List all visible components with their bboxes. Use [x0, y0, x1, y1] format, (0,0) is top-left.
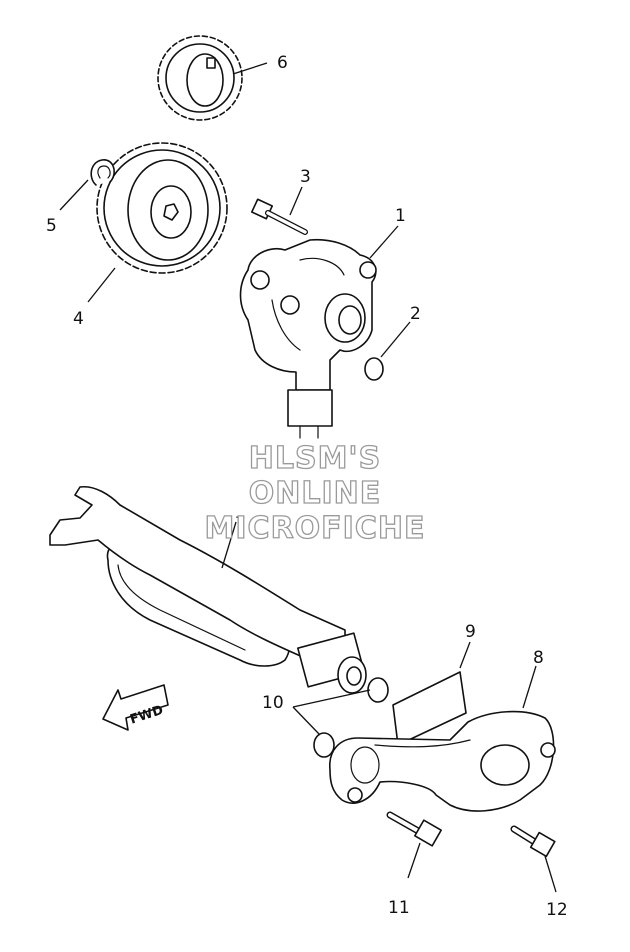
- part-8-delivery-pipe: [329, 710, 556, 812]
- part-5-circlip: [90, 159, 115, 186]
- callout-12: 12: [546, 900, 568, 920]
- callout-6: 6: [277, 53, 288, 73]
- watermark: HLSM'S ONLINE MICROFICHE: [204, 440, 426, 546]
- leader-lines: [59, 62, 557, 893]
- callout-9: 9: [465, 622, 476, 642]
- part-2-o-ring: [364, 357, 384, 381]
- callout-10: 10: [262, 693, 284, 713]
- callout-1: 1: [395, 206, 406, 226]
- part-7-oil-strainer: [49, 485, 367, 694]
- watermark-line-2: ONLINE: [249, 476, 382, 511]
- callout-3: 3: [300, 167, 311, 187]
- part-11-bolt: [386, 811, 442, 847]
- part-1-oil-pump: [239, 238, 377, 439]
- part-9-gasket: [392, 671, 467, 746]
- callout-11: 11: [388, 898, 410, 918]
- callout-4: 4: [73, 309, 84, 329]
- callout-2: 2: [410, 304, 421, 324]
- fwd-arrow-icon: FWD: [102, 684, 169, 731]
- callout-7: 7: [235, 514, 246, 534]
- watermark-line-1: HLSM'S: [249, 441, 381, 476]
- part-6-small-gear: [157, 35, 243, 121]
- part-4-large-gear: [96, 142, 228, 274]
- callout-labels: 1 2 3 4 5 6 7 8 9 10 11 12: [46, 53, 568, 920]
- part-10-o-rings: [313, 677, 389, 758]
- callout-8: 8: [533, 648, 544, 668]
- part-12-bolt: [510, 825, 556, 858]
- callout-5: 5: [46, 216, 57, 236]
- watermark-line-3: MICROFICHE: [205, 511, 426, 546]
- part-3-bolt: [250, 198, 308, 235]
